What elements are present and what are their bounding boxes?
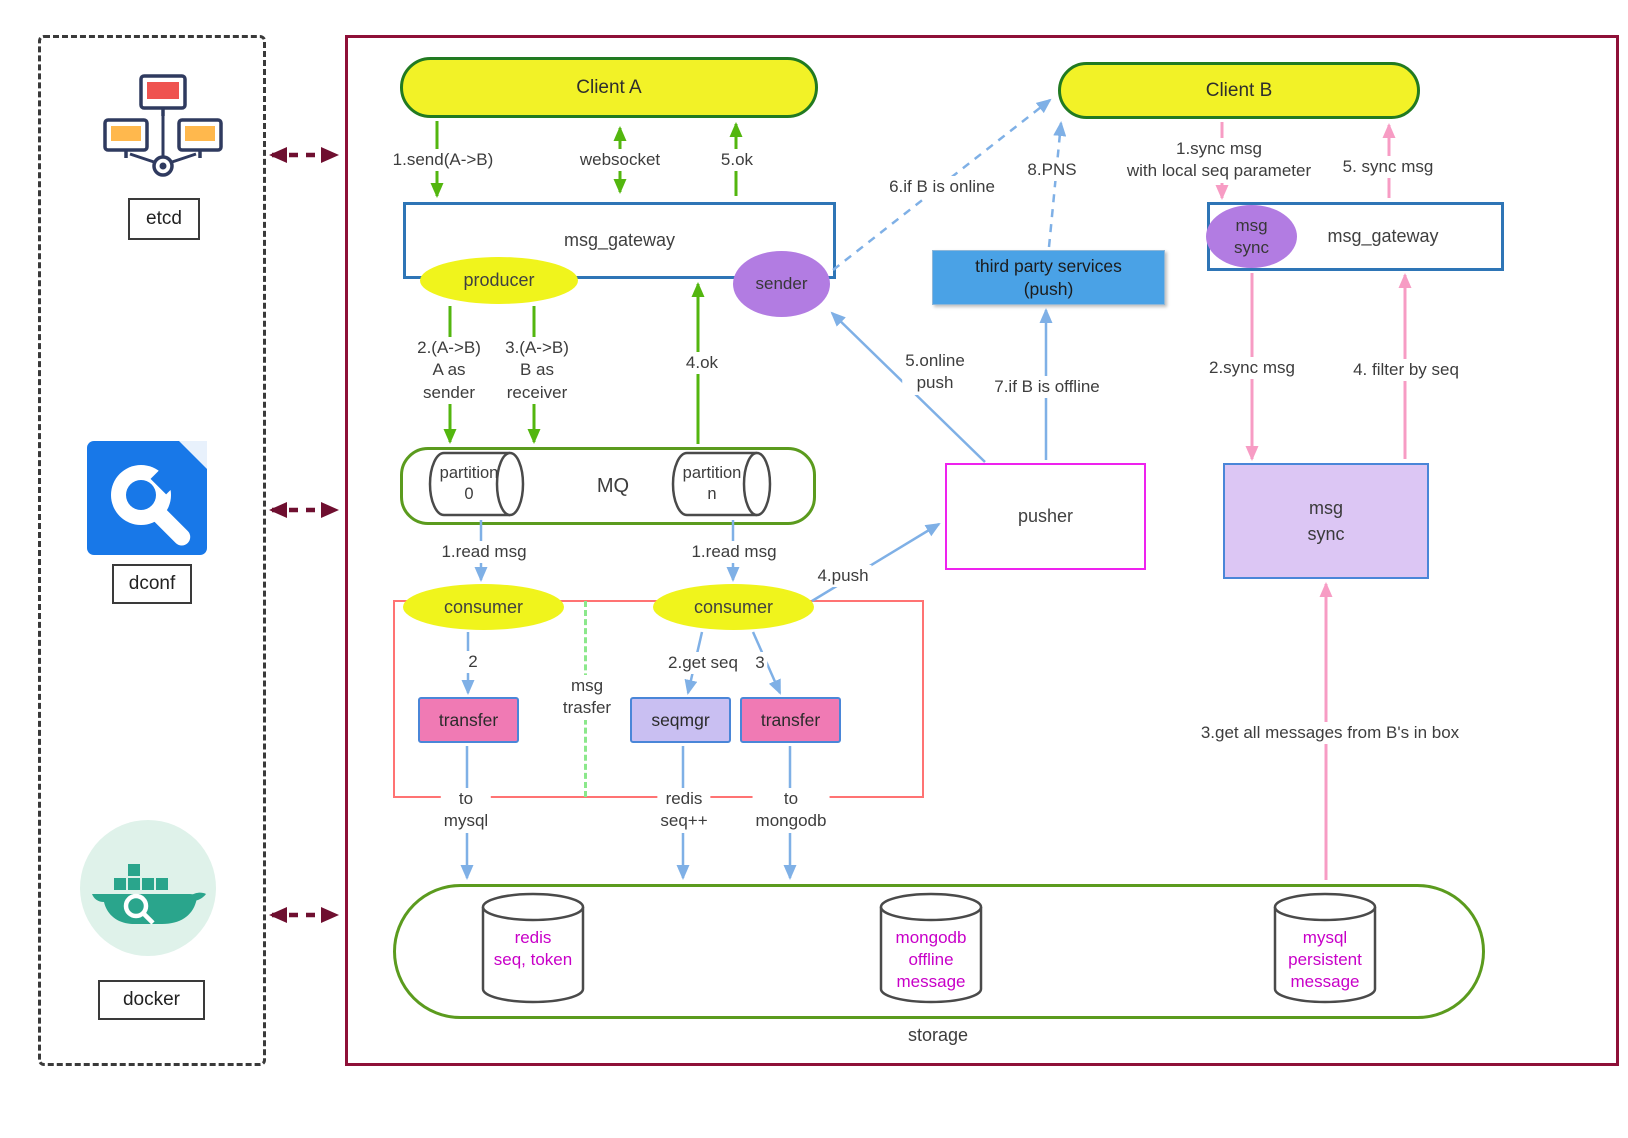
label-get-all-messages: 3.get all messages from B's in box [1197,722,1463,745]
node-msg-sync-badge: msg sync [1206,205,1297,268]
label-sync-msg-1: 1.sync msg with local seq parameter [1123,138,1315,183]
consumer-1-label: consumer [443,596,524,617]
etcd-label-text: etcd [146,208,182,229]
node-third-party-services: third party services (push) [932,250,1165,305]
partition-0-label: partition 0 [439,464,499,503]
etcd-icon [103,74,223,177]
redis-cylinder: redis seq, token [480,891,586,1005]
msg-sync-badge-label: msg sync [1234,216,1269,257]
label-if-b-offline: 7.if B is offline [991,376,1103,399]
docker-icon [80,820,216,956]
dconf-label: dconf [112,564,192,604]
node-consumer-1: consumer [403,584,564,630]
label-to-mongodb: to mongodb [752,788,830,833]
label-redis-seq: redis seq++ [657,788,711,833]
etcd-label: etcd [128,198,200,240]
label-get-seq: 2.get seq [665,652,741,675]
partition-n-label: partition n [682,464,742,503]
node-consumer-2: consumer [653,584,814,630]
redis-label: redis seq, token [493,928,573,970]
node-producer: producer [420,257,578,304]
node-client-b: Client B [1058,62,1420,119]
node-msg-sync: msg sync [1223,463,1429,579]
label-msg-trasfer: msg trasfer [559,675,615,720]
label-a-as-sender: 2.(A->B) A as sender [414,337,484,405]
label-read-msg-left: 1.read msg [438,541,530,564]
node-transfer-1: transfer [418,697,519,743]
label-b-as-receiver: 3.(A->B) B as receiver [502,337,572,405]
label-step-3: 3 [752,652,768,675]
label-sync-msg-2: 2.sync msg [1206,357,1298,380]
mongodb-cylinder: mongodb offline message [878,891,984,1005]
node-client-a: Client A [400,57,818,118]
sender-label: sender [755,274,808,294]
label-read-msg-right: 1.read msg [688,541,780,564]
label-push-4: 4.push [814,565,872,588]
cylinder-database-icon [481,892,585,1004]
seqmgr-label: seqmgr [651,709,710,730]
transfer-2-label: transfer [760,709,821,730]
horizontal-cylinder-icon [671,451,772,517]
label-ok-5: 5.ok [717,149,757,172]
msg-gateway-a-label: msg_gateway [563,230,676,250]
node-seqmgr: seqmgr [630,697,731,743]
label-filter-by-seq: 4. filter by seq [1350,359,1462,382]
label-storage: storage [904,1024,972,1048]
pusher-label: pusher [1017,506,1074,526]
node-sender: sender [733,251,830,317]
label-ok-4: 4.ok [682,352,722,375]
label-step-2: 2 [465,651,481,674]
label-online-push: 5.online push [902,350,968,395]
node-pusher: pusher [945,463,1146,570]
client-a-label: Client A [576,76,642,98]
mysql-cylinder: mysql persistent message [1272,891,1378,1005]
mq-label: MQ [593,473,633,500]
partition-0-cylinder: partition 0 [428,451,525,517]
third-party-label: third party services (push) [975,255,1122,299]
dconf-label-text: dconf [128,573,176,594]
mongodb-label: mongodb offline message [895,928,967,992]
cylinder-database-icon [879,892,983,1004]
client-b-label: Client B [1205,79,1273,101]
label-sync-msg-5: 5. sync msg [1339,156,1437,179]
partition-n-cylinder: partition n [671,451,772,517]
node-transfer-2: transfer [740,697,841,743]
label-if-b-online: 6.if B is online [886,176,998,199]
msg-gateway-b-label: msg_gateway [1327,226,1439,246]
docker-label: docker [98,980,205,1020]
docker-label-text: docker [122,989,181,1010]
producer-label: producer [463,270,535,290]
label-pns: 8.PNS [1024,159,1080,182]
label-send-ab: 1.send(A->B) [389,149,497,172]
horizontal-cylinder-icon [428,451,525,517]
dconf-icon [87,441,207,555]
label-to-mysql: to mysql [440,788,492,833]
cylinder-database-icon [1273,892,1377,1004]
msg-sync-label: msg sync [1307,497,1345,544]
label-websocket: websocket [576,149,664,172]
mysql-label: mysql persistent message [1288,928,1362,992]
consumer-2-label: consumer [693,596,774,617]
transfer-1-label: transfer [438,709,499,730]
